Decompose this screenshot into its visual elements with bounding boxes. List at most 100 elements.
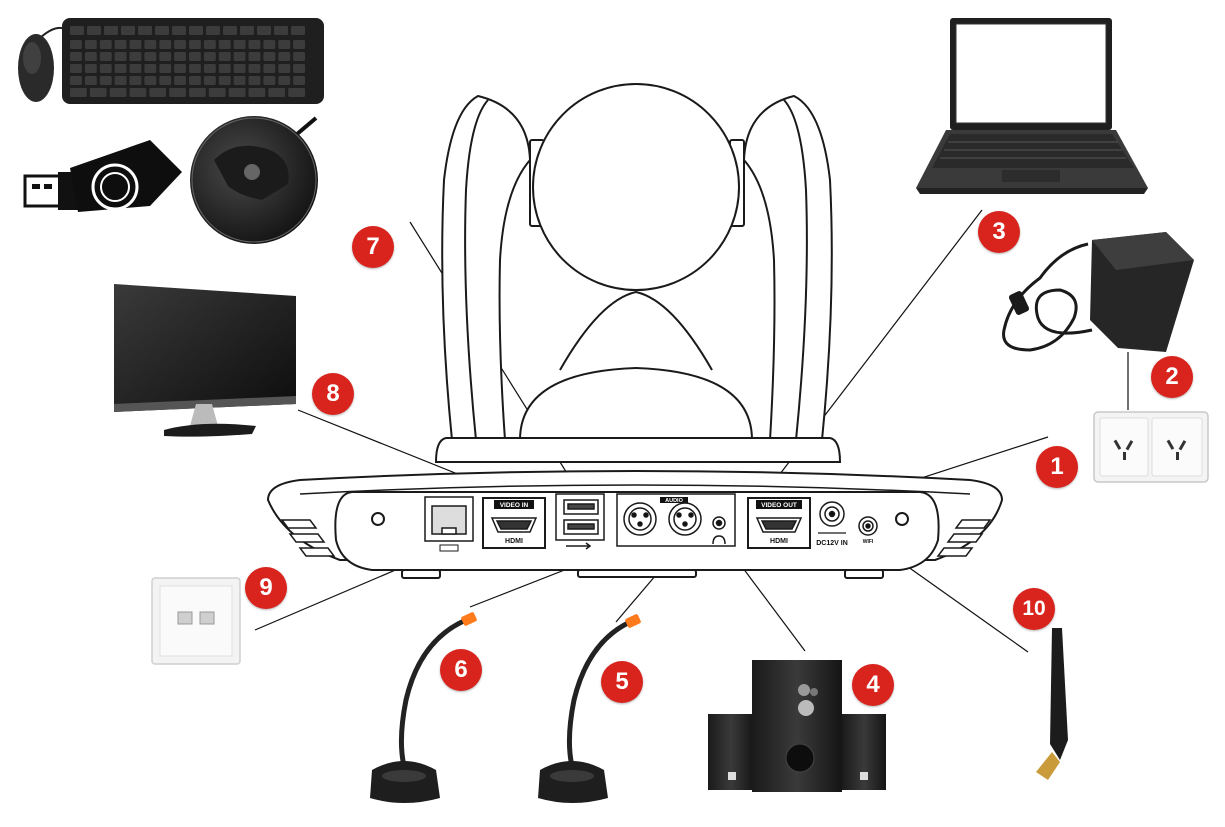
- keyboard-key: [159, 40, 172, 49]
- keyboard-key: [99, 76, 112, 85]
- camera-dome: [518, 366, 754, 441]
- keyboard-key: [174, 76, 186, 85]
- keyboard-key: [233, 64, 246, 73]
- keyboard-key: [293, 40, 305, 49]
- keyboard-key: [223, 26, 237, 35]
- keyboard-key: [99, 52, 112, 61]
- keyboard-key: [149, 88, 167, 97]
- keyboard-and-mouse: [18, 18, 324, 104]
- keyboard-key: [233, 76, 246, 85]
- keyboard-key: [129, 52, 142, 61]
- hdmi-in-port: [482, 497, 546, 549]
- keyboard-key: [84, 76, 97, 85]
- keyboard-key: [263, 40, 276, 49]
- keyboard-key: [278, 64, 291, 73]
- keyboard-key: [114, 76, 127, 85]
- keyboard-key: [233, 52, 246, 61]
- keyboard-key: [89, 88, 107, 97]
- keyboard-key: [248, 64, 261, 73]
- keyboard-key: [104, 26, 118, 35]
- rear-ports: [424, 493, 878, 552]
- keyboard-key: [169, 88, 186, 97]
- camera-left-arm: [441, 94, 532, 441]
- keyboard-key: [278, 52, 291, 61]
- port-label-hdmi-in: HDMI: [505, 538, 523, 545]
- keyboard-key: [274, 26, 288, 35]
- gooseneck-microphone-right: [538, 614, 641, 803]
- antenna-connector: [858, 516, 878, 536]
- keyboard-key: [218, 52, 231, 61]
- keyboard-key: [248, 40, 261, 49]
- keyboard-key: [293, 64, 305, 73]
- keyboard-key: [138, 26, 152, 35]
- keyboard-key: [278, 76, 291, 85]
- camera-right-arm: [742, 94, 833, 441]
- keyboard-key: [114, 40, 127, 49]
- keyboard-key: [263, 76, 276, 85]
- callout-3: 3: [978, 211, 1020, 253]
- keyboard-key: [203, 40, 216, 49]
- keyboard-key: [293, 76, 305, 85]
- keyboard-key: [70, 64, 82, 73]
- keyboard-key: [144, 64, 157, 73]
- power-adapter: [1002, 232, 1194, 352]
- audio-panel: [616, 493, 736, 547]
- keyboard-key: [114, 64, 127, 73]
- keyboard-key: [121, 26, 135, 35]
- laptop: [916, 18, 1148, 194]
- keyboard-key: [189, 52, 201, 61]
- keyboard-key: [189, 40, 201, 49]
- keyboard-key: [129, 88, 147, 97]
- keyboard-key: [174, 52, 186, 61]
- keyboard-key: [159, 64, 172, 73]
- keyboard-key: [174, 40, 186, 49]
- keyboard-key: [263, 64, 276, 73]
- keyboard-key: [114, 52, 127, 61]
- speakerphone-puck: [190, 116, 318, 244]
- camera-lens-head: [532, 83, 740, 291]
- keyboard-key: [218, 40, 231, 49]
- keyboard-key: [228, 88, 246, 97]
- keyboard-key: [99, 40, 112, 49]
- keyboard-key: [87, 26, 101, 35]
- keyboard-key: [189, 26, 203, 35]
- keyboard-key: [174, 64, 186, 73]
- callout-1: 1: [1036, 446, 1078, 488]
- usb-flash-drive: [23, 140, 182, 212]
- keyboard-key: [70, 76, 82, 85]
- callout-9: 9: [245, 567, 287, 609]
- keyboard-key: [70, 26, 84, 35]
- keyboard-key: [203, 76, 216, 85]
- callout-6: 6: [440, 649, 482, 691]
- dc-in-port: [818, 501, 846, 534]
- keyboard-key: [257, 26, 271, 35]
- callout-10: 10: [1013, 588, 1055, 630]
- keyboard-key: [218, 64, 231, 73]
- keyboard-key: [248, 88, 266, 97]
- keyboard-key: [208, 88, 226, 97]
- speaker-system: [708, 660, 886, 792]
- keyboard-key: [144, 76, 157, 85]
- keyboard-key: [203, 64, 216, 73]
- keyboard-key: [129, 40, 142, 49]
- ptz-camera: [266, 83, 1004, 579]
- callout-4: 4: [852, 664, 894, 706]
- keyboard-key: [70, 88, 87, 97]
- keyboard-key: [129, 76, 142, 85]
- port-label-audio: AUDIO: [665, 498, 683, 504]
- keyboard-key: [84, 64, 97, 73]
- keyboard-key: [293, 52, 305, 61]
- callout-8: 8: [312, 373, 354, 415]
- power-outlet: [1093, 411, 1209, 483]
- callout-5: 5: [601, 661, 643, 703]
- callout-7: 7: [352, 226, 394, 268]
- keyboard-key: [248, 52, 261, 61]
- keyboard-key: [99, 64, 112, 73]
- keyboard-key: [70, 52, 82, 61]
- keyboard-key: [189, 76, 201, 85]
- port-label-video-out: VIDEO OUT: [761, 502, 797, 509]
- keyboard-key: [84, 40, 97, 49]
- rj45-port: [424, 496, 474, 552]
- keyboard-key: [203, 52, 216, 61]
- keyboard-key: [144, 40, 157, 49]
